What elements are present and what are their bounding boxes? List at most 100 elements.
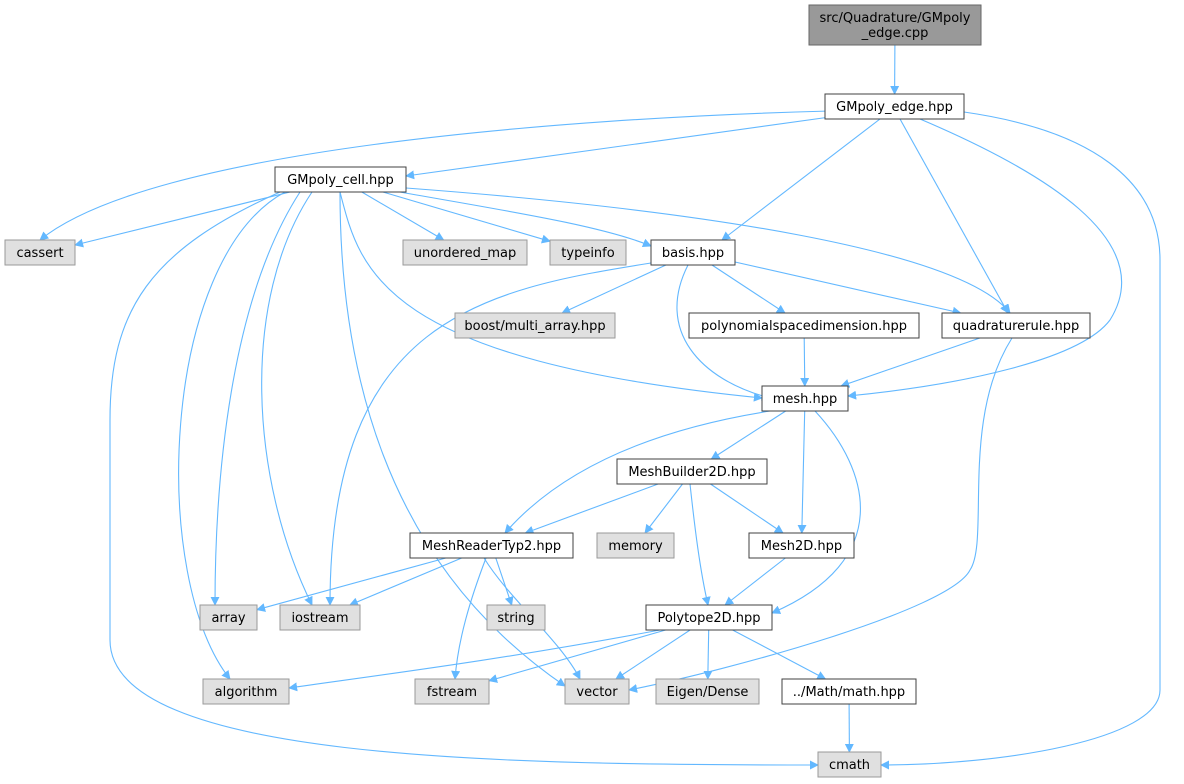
node-box: [4, 239, 76, 266]
edge-gmpoly_cell-to-array: [210, 191, 301, 606]
node-box: [761, 385, 849, 412]
edge-gmpoly_edge-to-cmath: [880, 111, 1161, 770]
node-label: Mesh2D.hpp: [761, 539, 842, 554]
node-eigen-dense: Eigen/Dense: [655, 678, 760, 705]
edge-basis-to-boost_multi_array: [561, 264, 667, 314]
edge-polytope2d-to-math: [732, 629, 827, 680]
node-label: _edge.cpp: [861, 26, 929, 41]
node-fstream: fstream: [414, 678, 490, 705]
node-cmath: cmath: [817, 751, 882, 778]
node-basis[interactable]: basis.hpp: [650, 239, 736, 266]
edge-arrow: [615, 629, 691, 680]
node-mesh[interactable]: mesh.hpp: [761, 385, 849, 412]
node-label: memory: [608, 539, 663, 554]
node-label: MeshBuilder2D.hpp: [628, 465, 755, 480]
edge-arrow: [724, 557, 786, 606]
edge-arrow: [361, 191, 445, 241]
node-label: iostream: [291, 611, 348, 626]
edge-gmpoly_cell-to-cmath: [109, 191, 819, 770]
edge-polytope2d-to-fstream: [488, 629, 666, 683]
edge-gmpoly_cell-to-iostream: [261, 191, 313, 606]
edge-basis-to-quadraturerule: [734, 261, 962, 316]
node-polynomialspacedimension[interactable]: polynomialspacedimension.hpp: [688, 312, 920, 339]
edge-arrow: [721, 118, 881, 241]
edge-arrow: [382, 191, 551, 244]
edge-arrow: [451, 557, 487, 680]
edge-arrow: [488, 629, 666, 683]
edge-quadraturerule-to-mesh: [840, 337, 981, 388]
edge-arrow: [325, 262, 652, 606]
edge-mesh2d-to-polytope2d: [724, 557, 786, 606]
node-meshbuilder2d[interactable]: MeshBuilder2D.hpp: [616, 458, 768, 485]
edge-arrow: [524, 483, 659, 535]
edge-arrow: [732, 629, 827, 680]
node-unordered-map: unordered_map: [402, 239, 528, 266]
edge-basis-to-polynomialspacedimension: [711, 264, 786, 314]
node-box: [655, 678, 760, 705]
node-box: [650, 239, 736, 266]
edge-arrow: [261, 191, 313, 606]
node-box: [454, 312, 616, 339]
node-box: [824, 93, 965, 120]
edge-gmpoly_cell-to-cassert: [74, 191, 291, 248]
node-box: [549, 239, 627, 266]
node-math[interactable]: ../Math/math.hpp: [781, 678, 917, 705]
edge-arrow: [797, 410, 807, 534]
edge-arrow: [771, 410, 861, 614]
edge-arrow: [288, 629, 661, 692]
edge-meshreadertyp2-to-string: [495, 557, 514, 606]
node-box: [279, 604, 361, 631]
node-box: [645, 604, 773, 631]
node-box: [688, 312, 920, 339]
edge-gmpoly_edge-to-cassert: [39, 110, 831, 241]
edge-arrow: [800, 337, 810, 387]
edge-arrow: [561, 264, 667, 314]
node-meshreadertyp2[interactable]: MeshReaderTyp2.hpp: [409, 532, 574, 559]
node-box: [202, 678, 290, 705]
node-gmpoly-cell[interactable]: GMpoly_cell.hpp: [274, 166, 407, 193]
node-quadraturerule[interactable]: quadraturerule.hpp: [941, 312, 1091, 339]
node-label: typeinfo: [561, 246, 614, 261]
edge-mesh-to-mesh2d: [797, 410, 807, 534]
edge-arrow: [348, 557, 462, 607]
node-label: boost/multi_array.hpp: [464, 319, 605, 334]
edge-arrow: [210, 191, 301, 606]
edge-meshbuilder2d-to-memory: [644, 483, 683, 534]
nodes-layer: src/Quadrature/GMpoly_edge.cppGMpoly_edg…: [4, 4, 1091, 778]
node-box: [781, 678, 917, 705]
node-box: [274, 166, 407, 193]
node-label: quadraturerule.hpp: [953, 319, 1079, 334]
node-label: GMpoly_edge.hpp: [836, 100, 953, 115]
node-label: algorithm: [215, 685, 278, 700]
node-box: [817, 751, 882, 778]
node-polytope2d[interactable]: Polytope2D.hpp: [645, 604, 773, 631]
edge-arrow: [676, 264, 771, 401]
node-gmpoly-edge[interactable]: GMpoly_edge.hpp: [824, 93, 965, 120]
edge-arrow: [689, 483, 711, 606]
edge-polynomialspacedimension-to-mesh: [800, 337, 810, 387]
node-algorithm: algorithm: [202, 678, 290, 705]
node-label: array: [211, 611, 245, 626]
node-box: [596, 532, 675, 559]
edge-gmpoly_cell-to-typeinfo: [382, 191, 551, 244]
node-box: [808, 4, 982, 46]
edge-arrow: [405, 116, 831, 180]
node-box: [486, 604, 546, 631]
edge-arrow: [710, 410, 786, 460]
edges-layer: [39, 44, 1161, 770]
edge-arrow: [495, 557, 514, 606]
edge-polytope2d-to-algorithm: [288, 629, 661, 692]
node-label: MeshReaderTyp2.hpp: [422, 539, 561, 554]
edge-arrow: [899, 118, 1009, 314]
node-label: unordered_map: [414, 246, 517, 261]
node-box: [414, 678, 490, 705]
edge-arrow: [504, 410, 771, 534]
node-label: vector: [576, 685, 618, 700]
node-vector: vector: [564, 678, 630, 705]
edge-gmpoly_cell-to-mesh: [339, 191, 763, 402]
node-label: src/Quadrature/GMpoly: [820, 11, 971, 26]
node-box: [941, 312, 1091, 339]
node-label: cassert: [16, 246, 63, 261]
node-mesh2d[interactable]: Mesh2D.hpp: [748, 532, 855, 559]
